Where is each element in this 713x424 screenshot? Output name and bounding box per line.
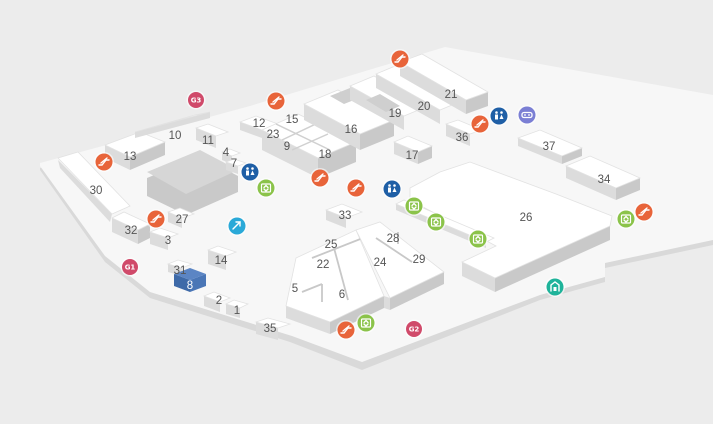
unit-label-30: 30 [90, 185, 103, 197]
unit-label-2: 2 [216, 295, 222, 307]
unit-label-27: 27 [176, 214, 189, 226]
unit-27[interactable] [166, 207, 196, 228]
atrium-void [147, 150, 238, 215]
unit-8[interactable] [174, 268, 206, 292]
gate-label: G1 [125, 264, 136, 272]
unit-label-37: 37 [543, 141, 556, 153]
unit-21[interactable] [399, 53, 489, 114]
unit-label-32: 32 [125, 225, 138, 237]
parking-icon[interactable] [517, 105, 537, 125]
unit-label-7: 7 [231, 158, 237, 170]
unit-label-18: 18 [319, 149, 332, 161]
unit-30[interactable] [57, 151, 131, 222]
gate-label: G3 [191, 97, 202, 105]
unit-label-10: 10 [169, 130, 182, 142]
unit-label-23: 23 [267, 129, 280, 141]
unit-33[interactable] [324, 203, 364, 228]
unit-label-33: 33 [339, 210, 352, 222]
elevator-icon[interactable] [256, 178, 276, 198]
unit-label-22: 22 [317, 259, 330, 271]
unit-label-17: 17 [406, 150, 419, 162]
unit-34[interactable] [564, 155, 642, 200]
unit-label-15: 15 [286, 114, 299, 126]
unit-35[interactable] [254, 317, 292, 340]
gate-g3-marker[interactable]: G3 [186, 90, 206, 110]
facility-markers [94, 49, 654, 340]
unit-label-1: 1 [234, 305, 240, 317]
unit-13[interactable] [103, 131, 167, 170]
unit-label-26: 26 [520, 212, 533, 224]
units-layer [57, 53, 642, 340]
unit-7[interactable] [224, 158, 248, 174]
unit-label-25: 25 [325, 239, 338, 251]
exit-icon[interactable] [545, 277, 565, 297]
gate-g2-marker[interactable]: G2 [404, 319, 424, 339]
unit-label-35: 35 [264, 323, 277, 335]
unit-label-29: 29 [413, 254, 426, 266]
unit-block-23-15-9-18[interactable] [261, 113, 357, 178]
elevator-icon[interactable] [616, 209, 636, 229]
restroom-icon[interactable] [489, 106, 509, 126]
unit-label-6: 6 [339, 289, 345, 301]
escalator-icon[interactable] [310, 168, 330, 188]
unit-label-9: 9 [284, 141, 290, 153]
unit-label-36: 36 [456, 132, 469, 144]
unit-label-8: 8 [187, 280, 193, 292]
unit-label-16: 16 [345, 124, 358, 136]
unit-label-5: 5 [292, 283, 298, 295]
gate-g1-marker[interactable]: G1 [120, 257, 140, 277]
unit-label-34: 34 [598, 174, 611, 186]
unit-17[interactable] [392, 135, 434, 164]
atm-icon[interactable] [227, 216, 247, 236]
unit-label-19: 19 [389, 108, 402, 120]
escalator-icon[interactable] [266, 91, 286, 111]
unit-label-4: 4 [223, 147, 230, 159]
unit-block-24-28-29[interactable] [355, 221, 445, 310]
unit-label-20: 20 [418, 101, 431, 113]
elevator-icon[interactable] [404, 196, 424, 216]
unit-11[interactable] [194, 123, 230, 148]
unit-14[interactable] [206, 245, 238, 270]
unit-1[interactable] [224, 299, 250, 318]
unit-label-12: 12 [253, 118, 266, 130]
unit-37[interactable] [516, 129, 584, 164]
escalator-icon[interactable] [390, 49, 410, 69]
escalator-icon[interactable] [470, 114, 490, 134]
restroom-icon[interactable] [382, 179, 402, 199]
elevator-icon[interactable] [356, 313, 376, 333]
unit-label-14: 14 [215, 255, 228, 267]
unit-2[interactable] [202, 291, 232, 312]
unit-3[interactable] [148, 227, 180, 250]
unit-label-11: 11 [202, 135, 214, 147]
escalator-icon[interactable] [146, 209, 166, 229]
unit-label-28: 28 [387, 233, 400, 245]
unit-label-3: 3 [165, 235, 171, 247]
elevator-icon[interactable] [468, 229, 488, 249]
unit-32[interactable] [111, 211, 151, 244]
elevator-icon[interactable] [426, 212, 446, 232]
escalator-icon[interactable] [336, 320, 356, 340]
unit-label-13: 13 [124, 151, 137, 163]
gate-label: G2 [409, 326, 420, 334]
unit-label-21: 21 [445, 89, 458, 101]
escalator-icon[interactable] [94, 152, 114, 172]
escalator-icon[interactable] [634, 202, 654, 222]
unit-10[interactable] [134, 111, 211, 138]
unit-label-24: 24 [374, 257, 387, 269]
unit-label-31: 31 [174, 265, 187, 277]
escalator-icon[interactable] [346, 178, 366, 198]
restroom-icon[interactable] [240, 162, 260, 182]
